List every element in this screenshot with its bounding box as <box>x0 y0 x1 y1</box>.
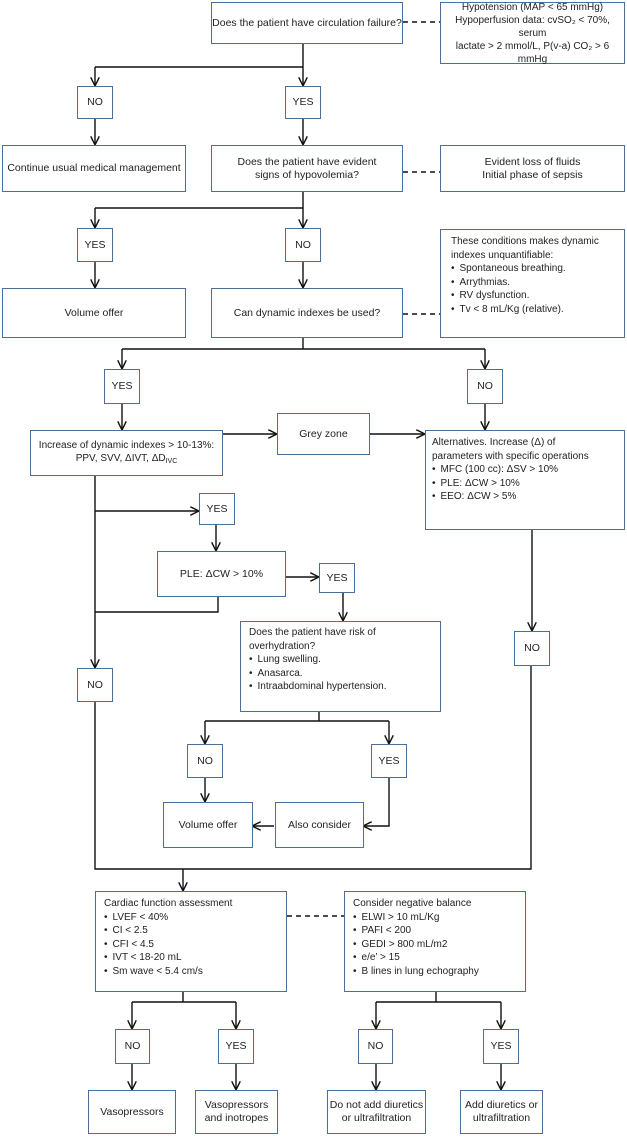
vasopressors-inotropes-box: Vasopressors and inotropes <box>195 1090 278 1134</box>
no-diuretics-box: Do not add diuretics or ultrafiltration <box>327 1090 426 1134</box>
no-box: NO <box>358 1029 393 1064</box>
no-box: NO <box>514 631 550 666</box>
hypovolemia-question: Does the patient have evident signs of h… <box>211 145 403 192</box>
list-item: PAFI < 200 <box>353 924 479 938</box>
list-item: IVT < 18-20 mL <box>104 951 203 965</box>
no-box: NO <box>77 86 113 119</box>
list-item: Sm wave < 5.4 cm/s <box>104 965 203 979</box>
list-item: Spontaneous breathing. <box>451 262 566 276</box>
no-box: NO <box>115 1029 150 1064</box>
yes-box: YES <box>371 744 407 778</box>
circulation-failure-question: Does the patient have circulation failur… <box>211 2 403 44</box>
grey-zone-box: Grey zone <box>277 413 370 455</box>
also-consider-box: Also consider <box>275 802 364 848</box>
list-item: Tv < 8 mL/Kg (relative). <box>451 303 566 317</box>
yes-box: YES <box>218 1029 254 1064</box>
no-box: NO <box>77 668 113 702</box>
list-item: MFC (100 cc): ΔSV > 10% <box>432 463 559 477</box>
yes-box: YES <box>199 493 235 525</box>
list-item: LVEF < 40% <box>104 911 203 925</box>
criteria-line: Hypotension (MAP < 65 mmHg) <box>461 1 604 13</box>
volume-offer-box: Volume offer <box>163 802 253 848</box>
negative-list: ELWI > 10 mL/Kg PAFI < 200 GEDI > 800 mL… <box>353 911 479 979</box>
volume-offer-box: Volume offer <box>2 288 186 338</box>
list-item: B lines in lung echography <box>353 965 479 979</box>
list-item: ELWI > 10 mL/Kg <box>353 911 479 925</box>
list-item: CI < 2.5 <box>104 924 203 938</box>
list-item: Anasarca. <box>249 667 387 681</box>
dynamic-indexes-question: Can dynamic indexes be used? <box>211 288 403 338</box>
increase-dynamic-indexes-box: Increase of dynamic indexes > 10-13%: PP… <box>30 430 223 476</box>
criteria-line: lactate > 2 mmol/L, P(v-a) CO₂ > 6 mmHg <box>455 40 610 65</box>
criteria-line: Hypoperfusion data: cvSO₂ < 70%, serum <box>455 14 610 39</box>
list-item: RV dysfunction. <box>451 289 566 303</box>
list-item: PLE: ΔCW > 10% <box>432 477 558 491</box>
yes-box: YES <box>77 228 113 262</box>
risk-list: Lung swelling. Anasarca. Intraabdominal … <box>249 653 387 694</box>
no-box: NO <box>467 369 503 404</box>
hypovolemia-signs-box: Evident loss of fluids Initial phase of … <box>440 145 625 192</box>
condition-list: Spontaneous breathing. Arrythmias. RV dy… <box>451 262 566 316</box>
circulation-criteria-box: Hypotension (MAP < 65 mmHg) Hypoperfusio… <box>440 1 625 65</box>
ple-box: PLE: ΔCW > 10% <box>157 551 286 597</box>
no-box: NO <box>187 744 223 778</box>
alternatives-box: Alternatives. Increase (Δ) of parameters… <box>425 430 625 530</box>
list-item: CFI < 4.5 <box>104 938 203 952</box>
negative-balance-box: Consider negative balance ELWI > 10 mL/K… <box>344 891 526 992</box>
yes-box: YES <box>285 86 321 119</box>
continue-management-box: Continue usual medical management <box>2 145 186 192</box>
list-item: GEDI > 800 mL/m2 <box>353 938 479 952</box>
yes-box: YES <box>319 563 355 593</box>
dynamic-conditions-box: These conditions makes dynamic indexes u… <box>440 229 625 338</box>
yes-box: YES <box>104 369 140 404</box>
list-item: Intraabdominal hypertension. <box>249 680 387 694</box>
overhydration-question: Does the patient have risk of overhydrat… <box>240 621 441 712</box>
list-item: Arrythmias. <box>451 276 566 290</box>
alternatives-list: MFC (100 cc): ΔSV > 10% PLE: ΔCW > 10% E… <box>432 463 559 504</box>
cardiac-list: LVEF < 40% CI < 2.5 CFI < 4.5 IVT < 18-2… <box>104 911 203 979</box>
list-item: e/e’ > 15 <box>353 951 479 965</box>
add-diuretics-box: Add diuretics or ultrafiltration <box>460 1090 543 1134</box>
no-box: NO <box>285 228 321 262</box>
list-item: EEO: ΔCW > 5% <box>432 490 558 504</box>
yes-box: YES <box>483 1029 519 1064</box>
cardiac-assessment-box: Cardiac function assessment LVEF < 40% C… <box>95 891 287 992</box>
list-item: Lung swelling. <box>249 653 387 667</box>
vasopressors-box: Vasopressors <box>88 1090 176 1134</box>
